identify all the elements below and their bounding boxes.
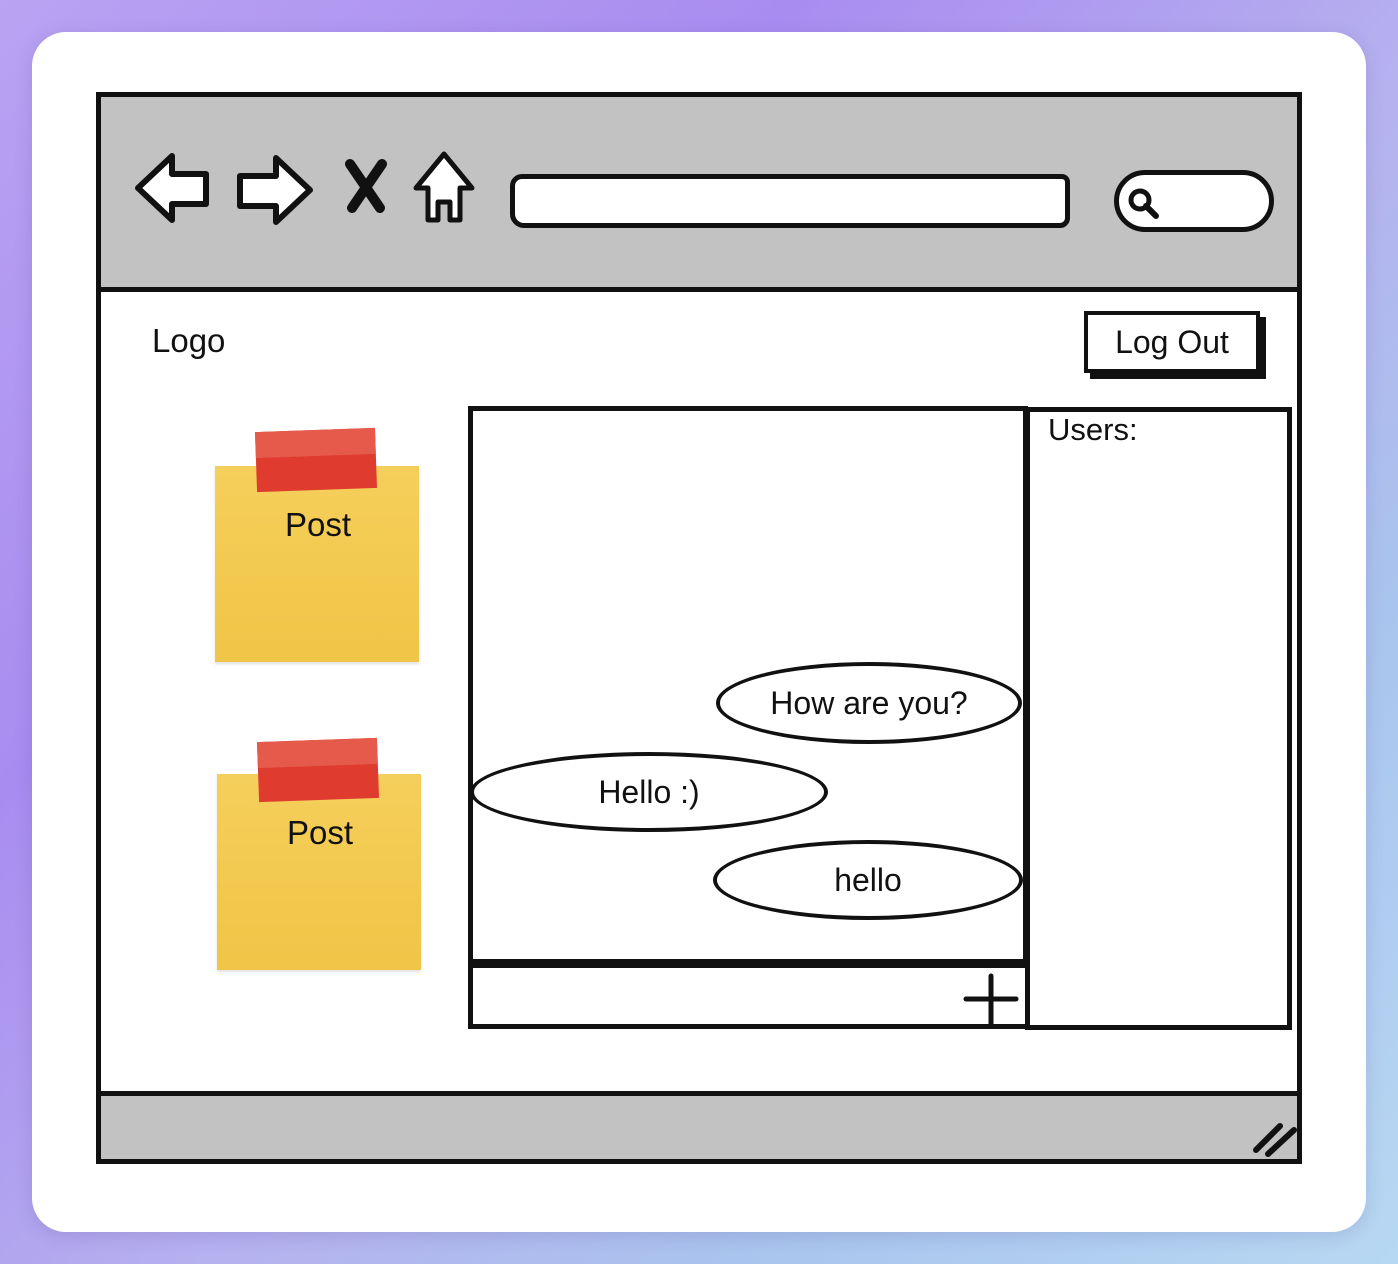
search-input[interactable] [1114,170,1274,232]
post-note[interactable] [215,466,419,662]
post-note[interactable] [217,774,421,970]
arrow-right-icon[interactable] [232,152,316,228]
tape-strip [256,737,380,803]
status-bar [101,1091,1297,1159]
chat-message-text: hello [834,862,902,898]
chat-message: How are you? [716,662,1022,744]
search-icon [1128,188,1159,219]
chat-message-text: Hello :) [598,774,700,810]
close-icon[interactable] [342,158,390,214]
logout-button[interactable]: Log Out [1084,311,1260,373]
post-label: Post [284,506,352,543]
logo[interactable]: Logo [152,322,226,359]
users-panel [1025,407,1292,1030]
plus-icon[interactable] [962,970,1020,1028]
message-input[interactable] [468,963,1030,1029]
chat-message: Hello :) [470,752,828,832]
chat-message-text: How are you? [770,685,968,721]
chat-message: hello [713,840,1023,920]
arrow-left-icon[interactable] [132,150,214,226]
post-label: Post [286,814,354,851]
address-bar[interactable] [510,174,1070,228]
resize-grip-icon[interactable] [1250,1120,1300,1158]
users-label: Users: [1048,412,1138,447]
home-icon[interactable] [408,148,480,228]
tape-strip [254,427,378,493]
